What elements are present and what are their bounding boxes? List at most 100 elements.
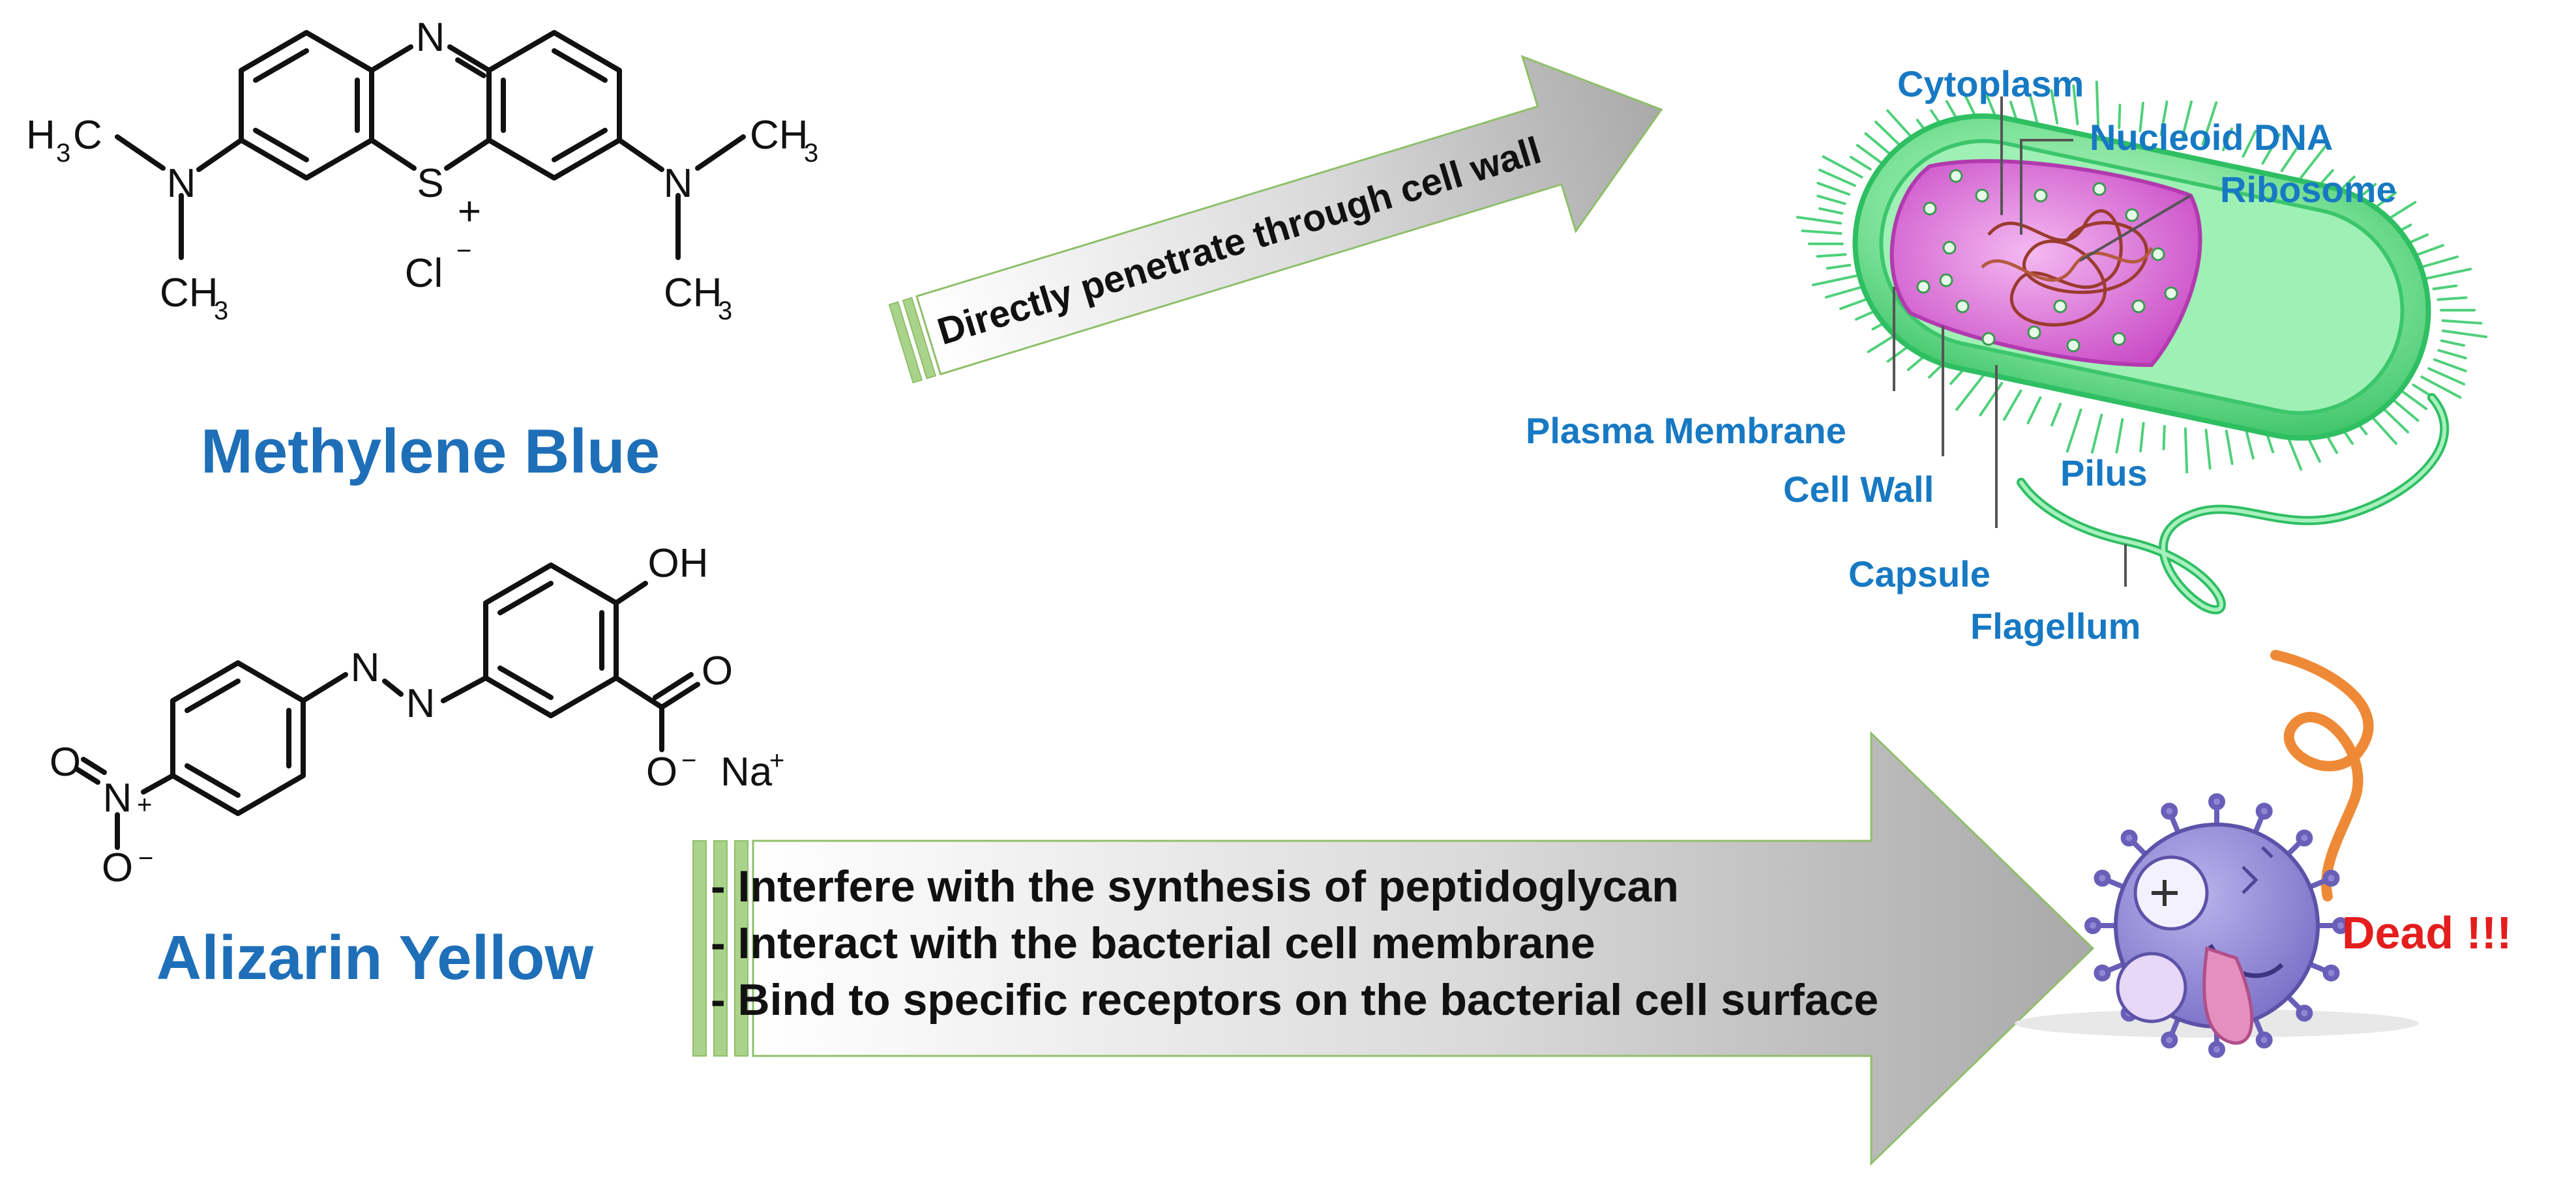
ribosome-dot (2164, 286, 2178, 300)
alizarin-yellow-name: Alizarin Yellow (156, 923, 594, 993)
pilus (2426, 267, 2472, 280)
methylene-blue-name: Methylene Blue (201, 417, 660, 486)
dead-bacterium-spike-tip (2084, 917, 2101, 934)
alizarin-yellow-structure: OH N N O O − Na + O N + O − (50, 541, 784, 890)
dead-bacterium-x-eye (2152, 880, 2178, 906)
pilus (2432, 284, 2458, 291)
mb-left-nitrogen: N (167, 161, 196, 206)
pilus (1816, 253, 1847, 258)
dead-bacterium-spike-tip (2296, 1004, 2313, 1022)
pilus (2201, 101, 2218, 146)
pilus (2225, 430, 2234, 465)
ribosome-dot (1981, 332, 1996, 346)
pilus (2184, 427, 2189, 474)
label-ribosome: Ribosome (2220, 169, 2397, 210)
dead-bacterium-spike-tip (2322, 964, 2340, 982)
ribosome-dot (2125, 208, 2139, 222)
pilus (2420, 375, 2462, 399)
pilus (2118, 104, 2122, 130)
pilus (2245, 430, 2255, 460)
pilus (1818, 207, 1844, 215)
ribosomes (1916, 169, 2178, 353)
dead-bacterium-spike-tip (2208, 793, 2225, 810)
pilus (1816, 181, 1851, 196)
mb-chloride-charge: − (456, 237, 471, 265)
top-arrow-label: Directly penetrate through cell wall (932, 129, 1546, 353)
pilus (1955, 373, 1985, 411)
mb-ring-sulfur: S (417, 161, 443, 206)
pilus (2280, 138, 2305, 173)
pilus (1801, 229, 1843, 235)
pilus (2095, 80, 2100, 127)
label-cell-wall: Cell Wall (1783, 469, 1934, 510)
pilus (1826, 263, 1852, 270)
dead-bacterium-spike-tip (2161, 802, 2178, 820)
pilus (2204, 428, 2212, 470)
dead-bacterium-spike-tip (2255, 802, 2273, 820)
bottom-arrow-line-1: - Interfere with the synthesis of peptid… (711, 862, 1679, 911)
ay-nitro-nitrogen-charge: + (137, 791, 152, 819)
pilus (2026, 396, 2042, 424)
ay-hydroxyl: OH (648, 541, 709, 586)
pilus (2050, 89, 2059, 124)
ribosome-dot (1975, 188, 1989, 203)
mb-positive-charge: + (458, 189, 481, 234)
nucleoid-dna (1987, 209, 2148, 327)
label-flagellum: Flagellum (1970, 606, 2140, 647)
pilus (2065, 408, 2082, 453)
dead-bacterium-spike-tip (2120, 829, 2138, 847)
detached-flagellum (2270, 650, 2374, 901)
pilus (2090, 413, 2103, 454)
nucleoid-leader (2020, 139, 2073, 235)
ay-azo-nitrogen-2: N (406, 681, 436, 726)
pilus (2441, 319, 2483, 325)
top-arrow-tail-stripe-1 (888, 301, 923, 384)
dead-bacterium-spike-tip (2332, 917, 2349, 934)
alizarin-yellow-bonds (74, 563, 700, 850)
pilus (2440, 339, 2465, 347)
label-cytoplasm: Cytoplasm (1897, 63, 2084, 104)
ribosome-dot (2027, 325, 2041, 340)
pilus (1849, 156, 1872, 171)
label-nucleoid-dna: Nucleoid DNA (2090, 117, 2333, 158)
bottom-arrow-tail-stripe-3 (734, 840, 748, 1057)
ay-sodium: Na (720, 750, 773, 795)
ribosome-dot (1942, 241, 1957, 255)
pilus (1856, 143, 1882, 164)
ribosome-dot (2112, 332, 2126, 346)
ay-nitro-oxygen-bottom: O (102, 845, 133, 890)
pilus (2115, 418, 2124, 454)
mb-right-top-methyl: CH (750, 113, 808, 158)
dead-bacterium-spike-tip (2208, 1041, 2225, 1058)
ribosome-leader (2079, 194, 2192, 262)
ay-sodium-charge: + (769, 746, 784, 775)
mb-right-bottom-methyl-sub: 3 (718, 297, 732, 325)
label-plasma-membrane: Plasma Membrane (1526, 410, 1846, 451)
pilus (2159, 100, 2169, 136)
pilus (2050, 402, 2062, 427)
mb-ring-nitrogen: N (416, 15, 445, 60)
label-capsule: Capsule (1848, 553, 1991, 594)
top-arrow-tail-stripe-2 (902, 297, 937, 379)
pilus (2437, 349, 2467, 360)
ribosome-dot (2053, 299, 2067, 314)
mb-chloride: Cl (405, 251, 443, 296)
pilus (2242, 130, 2257, 158)
ribosome-dot (2066, 338, 2080, 353)
pilus (2221, 127, 2233, 152)
top-arrow-body (915, 55, 1663, 375)
pilus (2419, 255, 2459, 269)
bottom-arrow-body (752, 731, 2095, 1166)
pilus (2402, 390, 2428, 411)
ribosome-dot (1923, 201, 1937, 216)
ay-carboxylate-charge: − (681, 746, 696, 775)
top-arrow: Directly penetrate through cell wall (888, 55, 1663, 384)
ribosome-dot (1955, 299, 1970, 314)
pilus (2180, 100, 2193, 141)
mb-left-methyl-h: H (26, 113, 55, 158)
bottom-arrow-tail-stripe-1 (692, 840, 707, 1057)
pilus (2441, 329, 2488, 338)
pilus (2436, 296, 2468, 301)
bottom-arrow-line-2: - Interact with the bacterial cell membr… (711, 918, 1595, 968)
